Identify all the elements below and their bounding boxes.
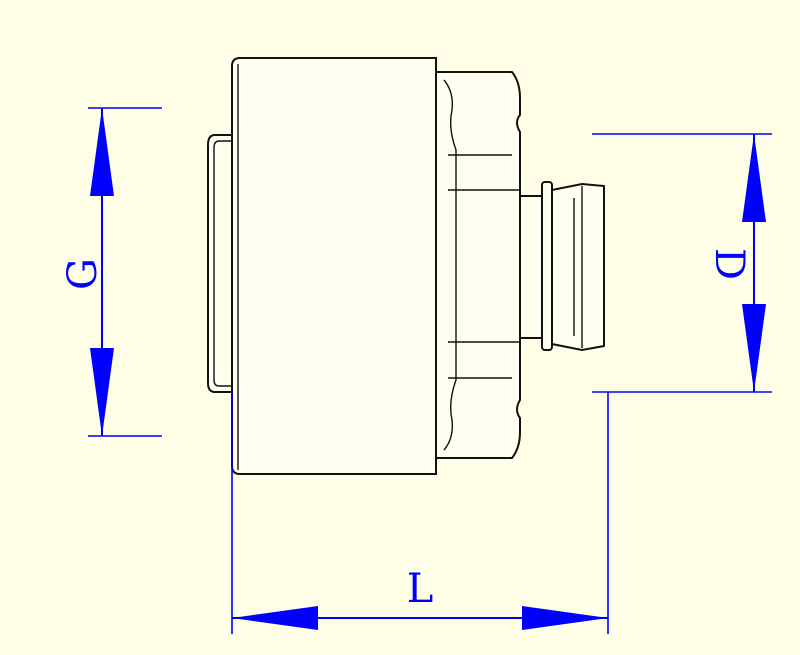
left-stub xyxy=(207,134,233,393)
spigot-collar xyxy=(541,181,553,351)
d-arrow-down-icon xyxy=(742,304,766,392)
left-stub-inner xyxy=(213,140,232,387)
spigot-tip xyxy=(551,182,605,352)
dimension-g: G xyxy=(60,107,162,437)
hex-nut xyxy=(435,71,521,459)
dimension-label-d: D xyxy=(706,248,752,280)
dimension-label-g: G xyxy=(60,258,106,290)
l-arrow-right-icon xyxy=(522,606,608,630)
hex-nut-flats xyxy=(443,79,457,451)
fitting-body xyxy=(207,57,605,475)
d-arrow-up-icon xyxy=(742,134,766,222)
g-arrow-up-icon xyxy=(90,108,114,196)
spigot-neck xyxy=(519,195,543,339)
dimension-l: L xyxy=(231,392,609,634)
dimension-d: D xyxy=(592,133,772,393)
g-arrow-down-icon xyxy=(90,348,114,436)
dimension-label-l: L xyxy=(407,566,434,612)
l-arrow-left-icon xyxy=(232,606,318,630)
main-nut xyxy=(231,57,437,475)
